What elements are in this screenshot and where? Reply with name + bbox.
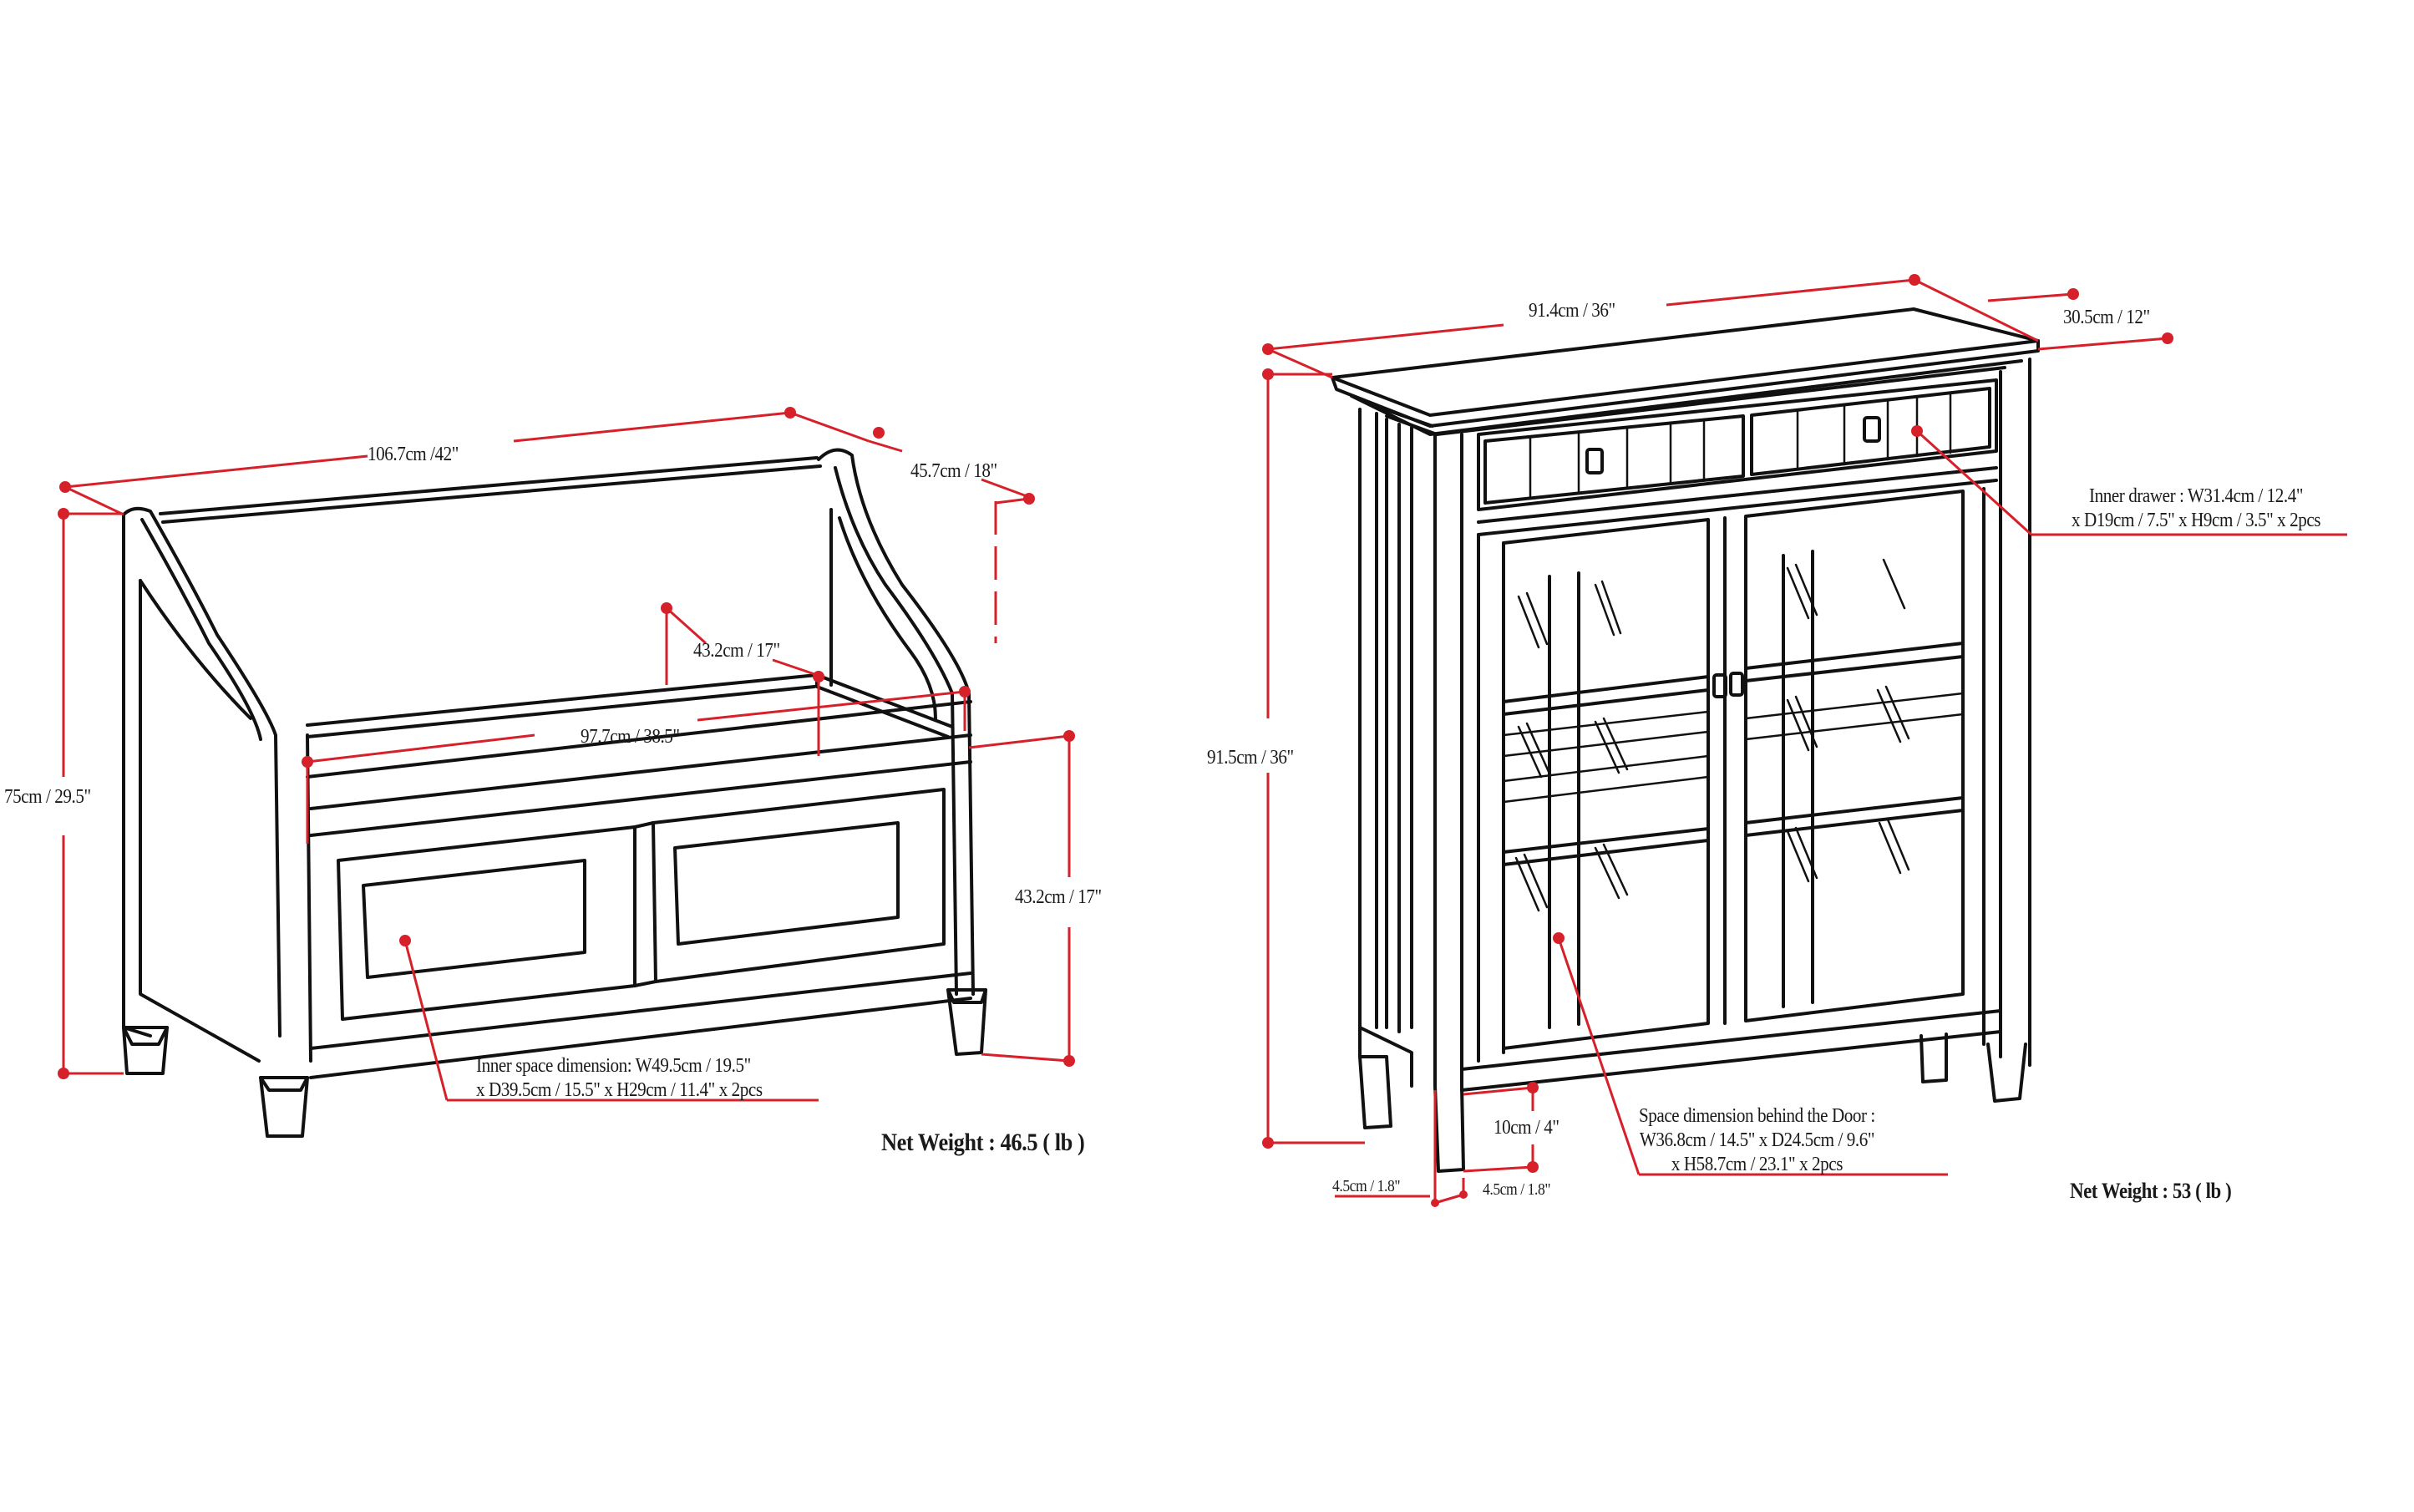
cabinet-dimension-lines [1262, 274, 2347, 1207]
cabinet-leg-width-left-label: 4.5cm / 1.8" [1332, 1177, 1401, 1195]
bench-net-weight: Net Weight : 46.5 ( lb ) [881, 1129, 1085, 1156]
bench-height-label: 75cm / 29.5" [4, 786, 91, 808]
cabinet-drawing [1331, 307, 2040, 1173]
bench-seat-width-label: 97.7cm / 38.5" [581, 726, 680, 748]
cabinet-leg-width-right-label: 4.5cm / 1.8" [1483, 1180, 1551, 1199]
bench-depth-label: 45.7cm / 18" [910, 460, 997, 482]
cabinet-inner-drawer-label: Inner drawer : W31.4cm / 12.4" x D19cm /… [2072, 485, 2321, 533]
cabinet-space-behind-door-line-3: x H58.7cm / 23.1" x 2pcs [1671, 1153, 1843, 1175]
cabinet-space-behind-door-label: Space dimension behind the Door : W36.8c… [1639, 1104, 1875, 1176]
bench-seat-height-label: 43.2cm / 17" [1015, 886, 1102, 908]
bench-inner-space-line-2: x D39.5cm / 15.5" x H29cm / 11.4" x 2pcs [476, 1078, 763, 1101]
bench-seat-back-height-label: 43.2cm / 17" [693, 640, 780, 662]
bench-drawing [122, 448, 987, 1138]
cabinet-inner-drawer-line-2: x D19cm / 7.5" x H9cm / 3.5" x 2pcs [2072, 509, 2321, 531]
cabinet-space-behind-door-line-2: W36.8cm / 14.5" x D24.5cm / 9.6" [1639, 1129, 1875, 1151]
cabinet-width-label: 91.4cm / 36" [1529, 300, 1615, 322]
cabinet-space-behind-door-line-1: Space dimension behind the Door : [1639, 1105, 1875, 1127]
bench-dimension-lines [58, 407, 1075, 1102]
bench-inner-space-line-1: Inner space dimension: W49.5cm / 19.5" [476, 1055, 751, 1077]
cabinet-depth-label: 30.5cm / 12" [2063, 307, 2150, 328]
bench-inner-space-label: Inner space dimension: W49.5cm / 19.5" x… [476, 1054, 763, 1103]
cabinet-leg-height-label: 10cm / 4" [1494, 1117, 1559, 1139]
cabinet-inner-drawer-line-1: Inner drawer : W31.4cm / 12.4" [2089, 485, 2304, 507]
cabinet-height-label: 91.5cm / 36" [1207, 747, 1294, 769]
bench-width-label: 106.7cm /42" [368, 444, 459, 465]
cabinet-net-weight: Net Weight : 53 ( lb ) [2070, 1179, 2232, 1203]
